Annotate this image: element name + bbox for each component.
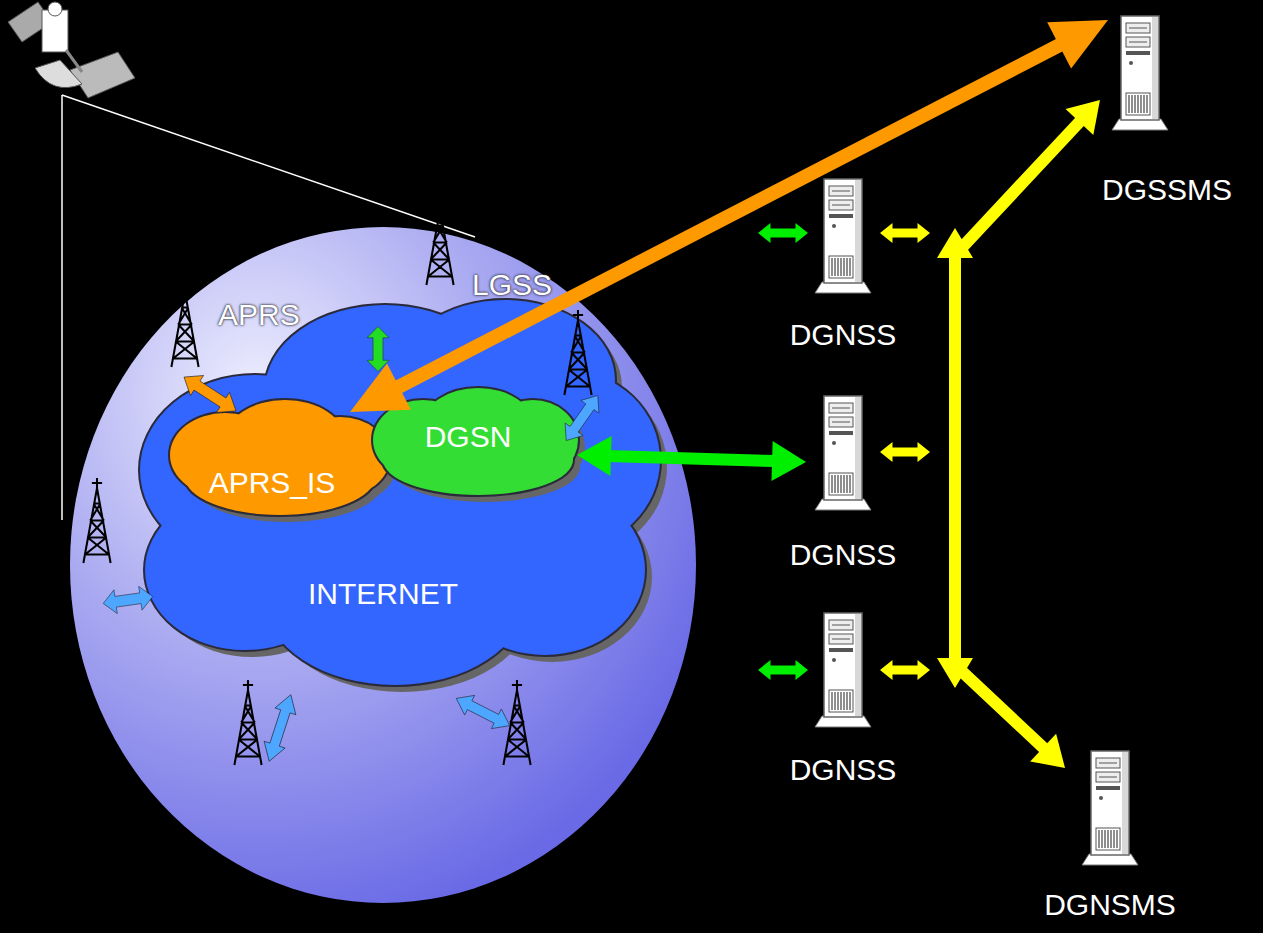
server-node: DGSSMS: [1080, 12, 1255, 208]
node-label: DGNSMS: [1044, 888, 1176, 923]
server-node: DGNSS: [773, 392, 913, 572]
server-node: DGNSS: [773, 175, 913, 355]
server-node: DGNSMS: [1030, 747, 1190, 927]
radio-towers: [83, 200, 591, 765]
server-icon: [812, 395, 874, 510]
place-label-holder: LGSS: [472, 268, 552, 303]
server-icon: [1079, 750, 1141, 865]
network-cloud: INTERNET APRS_IS DGSN: [125, 270, 670, 700]
node-label: DGNSS: [790, 318, 897, 353]
node-label: DGNSS: [790, 538, 897, 573]
server-node: DGNSS: [773, 609, 913, 789]
server-icon: [1109, 15, 1171, 130]
server-icon: [812, 612, 874, 727]
node-label: INTERNET: [308, 577, 458, 612]
cloud-shape: [125, 270, 670, 700]
place-label: LGSS: [472, 268, 552, 303]
node-label: DGNSS: [790, 753, 897, 788]
server-icon: [812, 178, 874, 293]
node-label: APRS_IS: [209, 466, 336, 501]
network-cloud: APRS_IS: [165, 395, 395, 520]
node-label: DGSSMS: [1102, 173, 1232, 208]
network-cloud: DGSN: [368, 385, 583, 500]
node-label: DGSN: [425, 420, 512, 455]
globe: [70, 227, 696, 903]
connector-arrow: [955, 100, 1100, 768]
satellite: [8, 2, 135, 98]
place-label: APRS: [218, 298, 300, 333]
place-label-holder: APRS: [218, 298, 300, 333]
cloud-shape: [165, 395, 395, 520]
